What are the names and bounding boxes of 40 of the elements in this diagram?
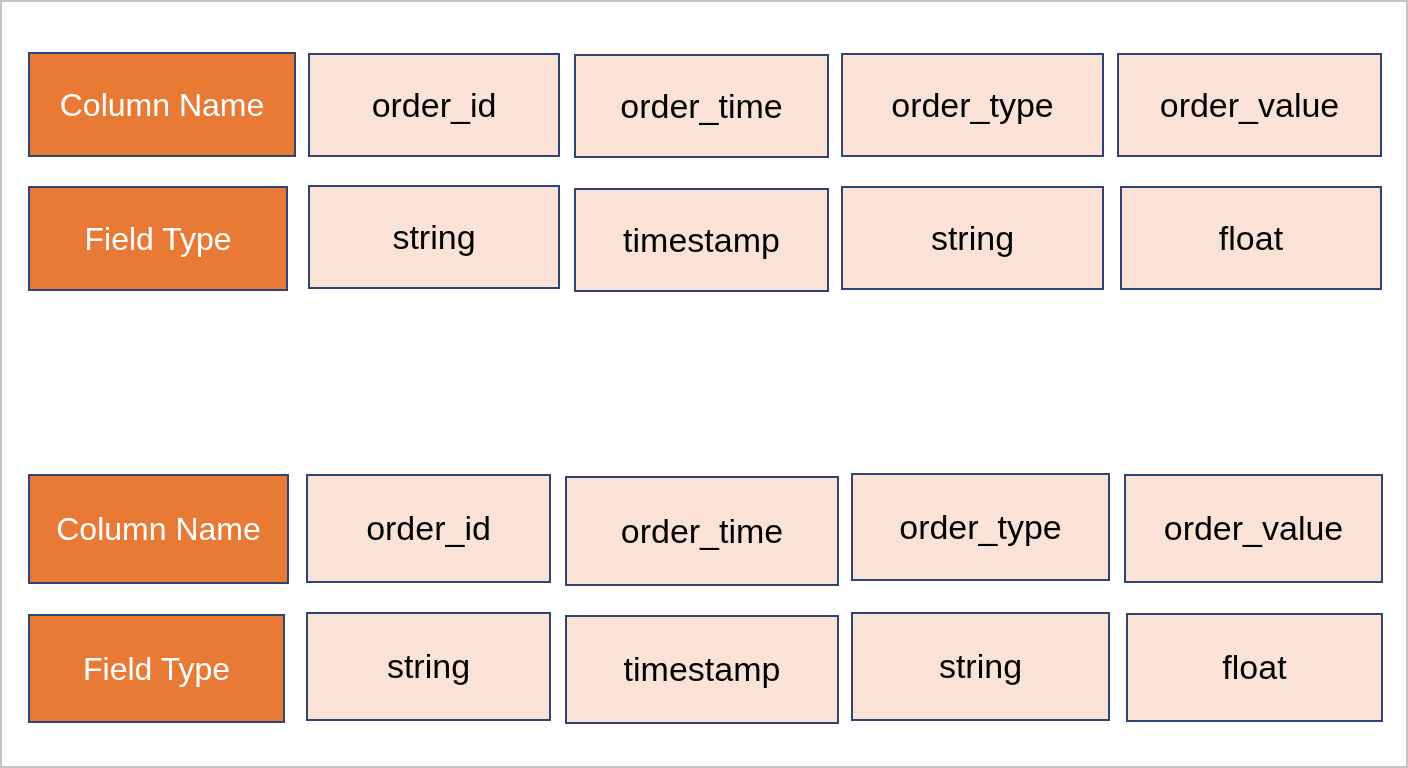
table-cell bbox=[565, 476, 839, 586]
cell-label: string bbox=[392, 216, 476, 258]
table-cell bbox=[1124, 474, 1383, 583]
header-cell bbox=[28, 52, 296, 157]
table-cell bbox=[851, 473, 1110, 581]
table-cell bbox=[306, 612, 551, 721]
table-cell bbox=[308, 53, 560, 157]
table-cell bbox=[1126, 613, 1383, 722]
header-label: Field Type bbox=[82, 649, 230, 689]
table-cell bbox=[308, 185, 560, 289]
cell-label: order_id bbox=[366, 508, 491, 549]
cell-label: string bbox=[386, 646, 471, 687]
cell-label: float bbox=[1218, 217, 1284, 259]
header-label: Column Name bbox=[56, 510, 261, 549]
table-cell bbox=[851, 612, 1110, 721]
cell-label: order_value bbox=[1159, 84, 1340, 126]
cell-label: timestamp bbox=[623, 649, 781, 690]
table-cell bbox=[1120, 186, 1382, 290]
table-cell bbox=[1117, 53, 1382, 157]
cell-label: order_time bbox=[620, 510, 784, 552]
table-cell bbox=[574, 54, 829, 158]
table-cell bbox=[841, 186, 1104, 290]
cell-label: order_type bbox=[891, 84, 1054, 126]
header-label: Field Type bbox=[84, 219, 232, 259]
cell-label: order_type bbox=[899, 506, 1062, 548]
cell-label: string bbox=[938, 646, 1023, 687]
cell-label: timestamp bbox=[623, 219, 780, 261]
header-cell bbox=[28, 474, 289, 584]
header-cell bbox=[28, 614, 285, 723]
header-label: Column Name bbox=[59, 85, 265, 125]
cell-label: order_time bbox=[620, 85, 783, 127]
cell-label: float bbox=[1222, 647, 1287, 688]
table-cell bbox=[841, 53, 1104, 157]
header-cell bbox=[28, 186, 288, 291]
cell-label: string bbox=[930, 217, 1015, 259]
cell-label: order_value bbox=[1163, 508, 1344, 549]
table-cell bbox=[306, 474, 551, 583]
cell-label: order_id bbox=[371, 84, 497, 126]
table-cell bbox=[565, 615, 839, 724]
table-cell bbox=[574, 188, 829, 292]
